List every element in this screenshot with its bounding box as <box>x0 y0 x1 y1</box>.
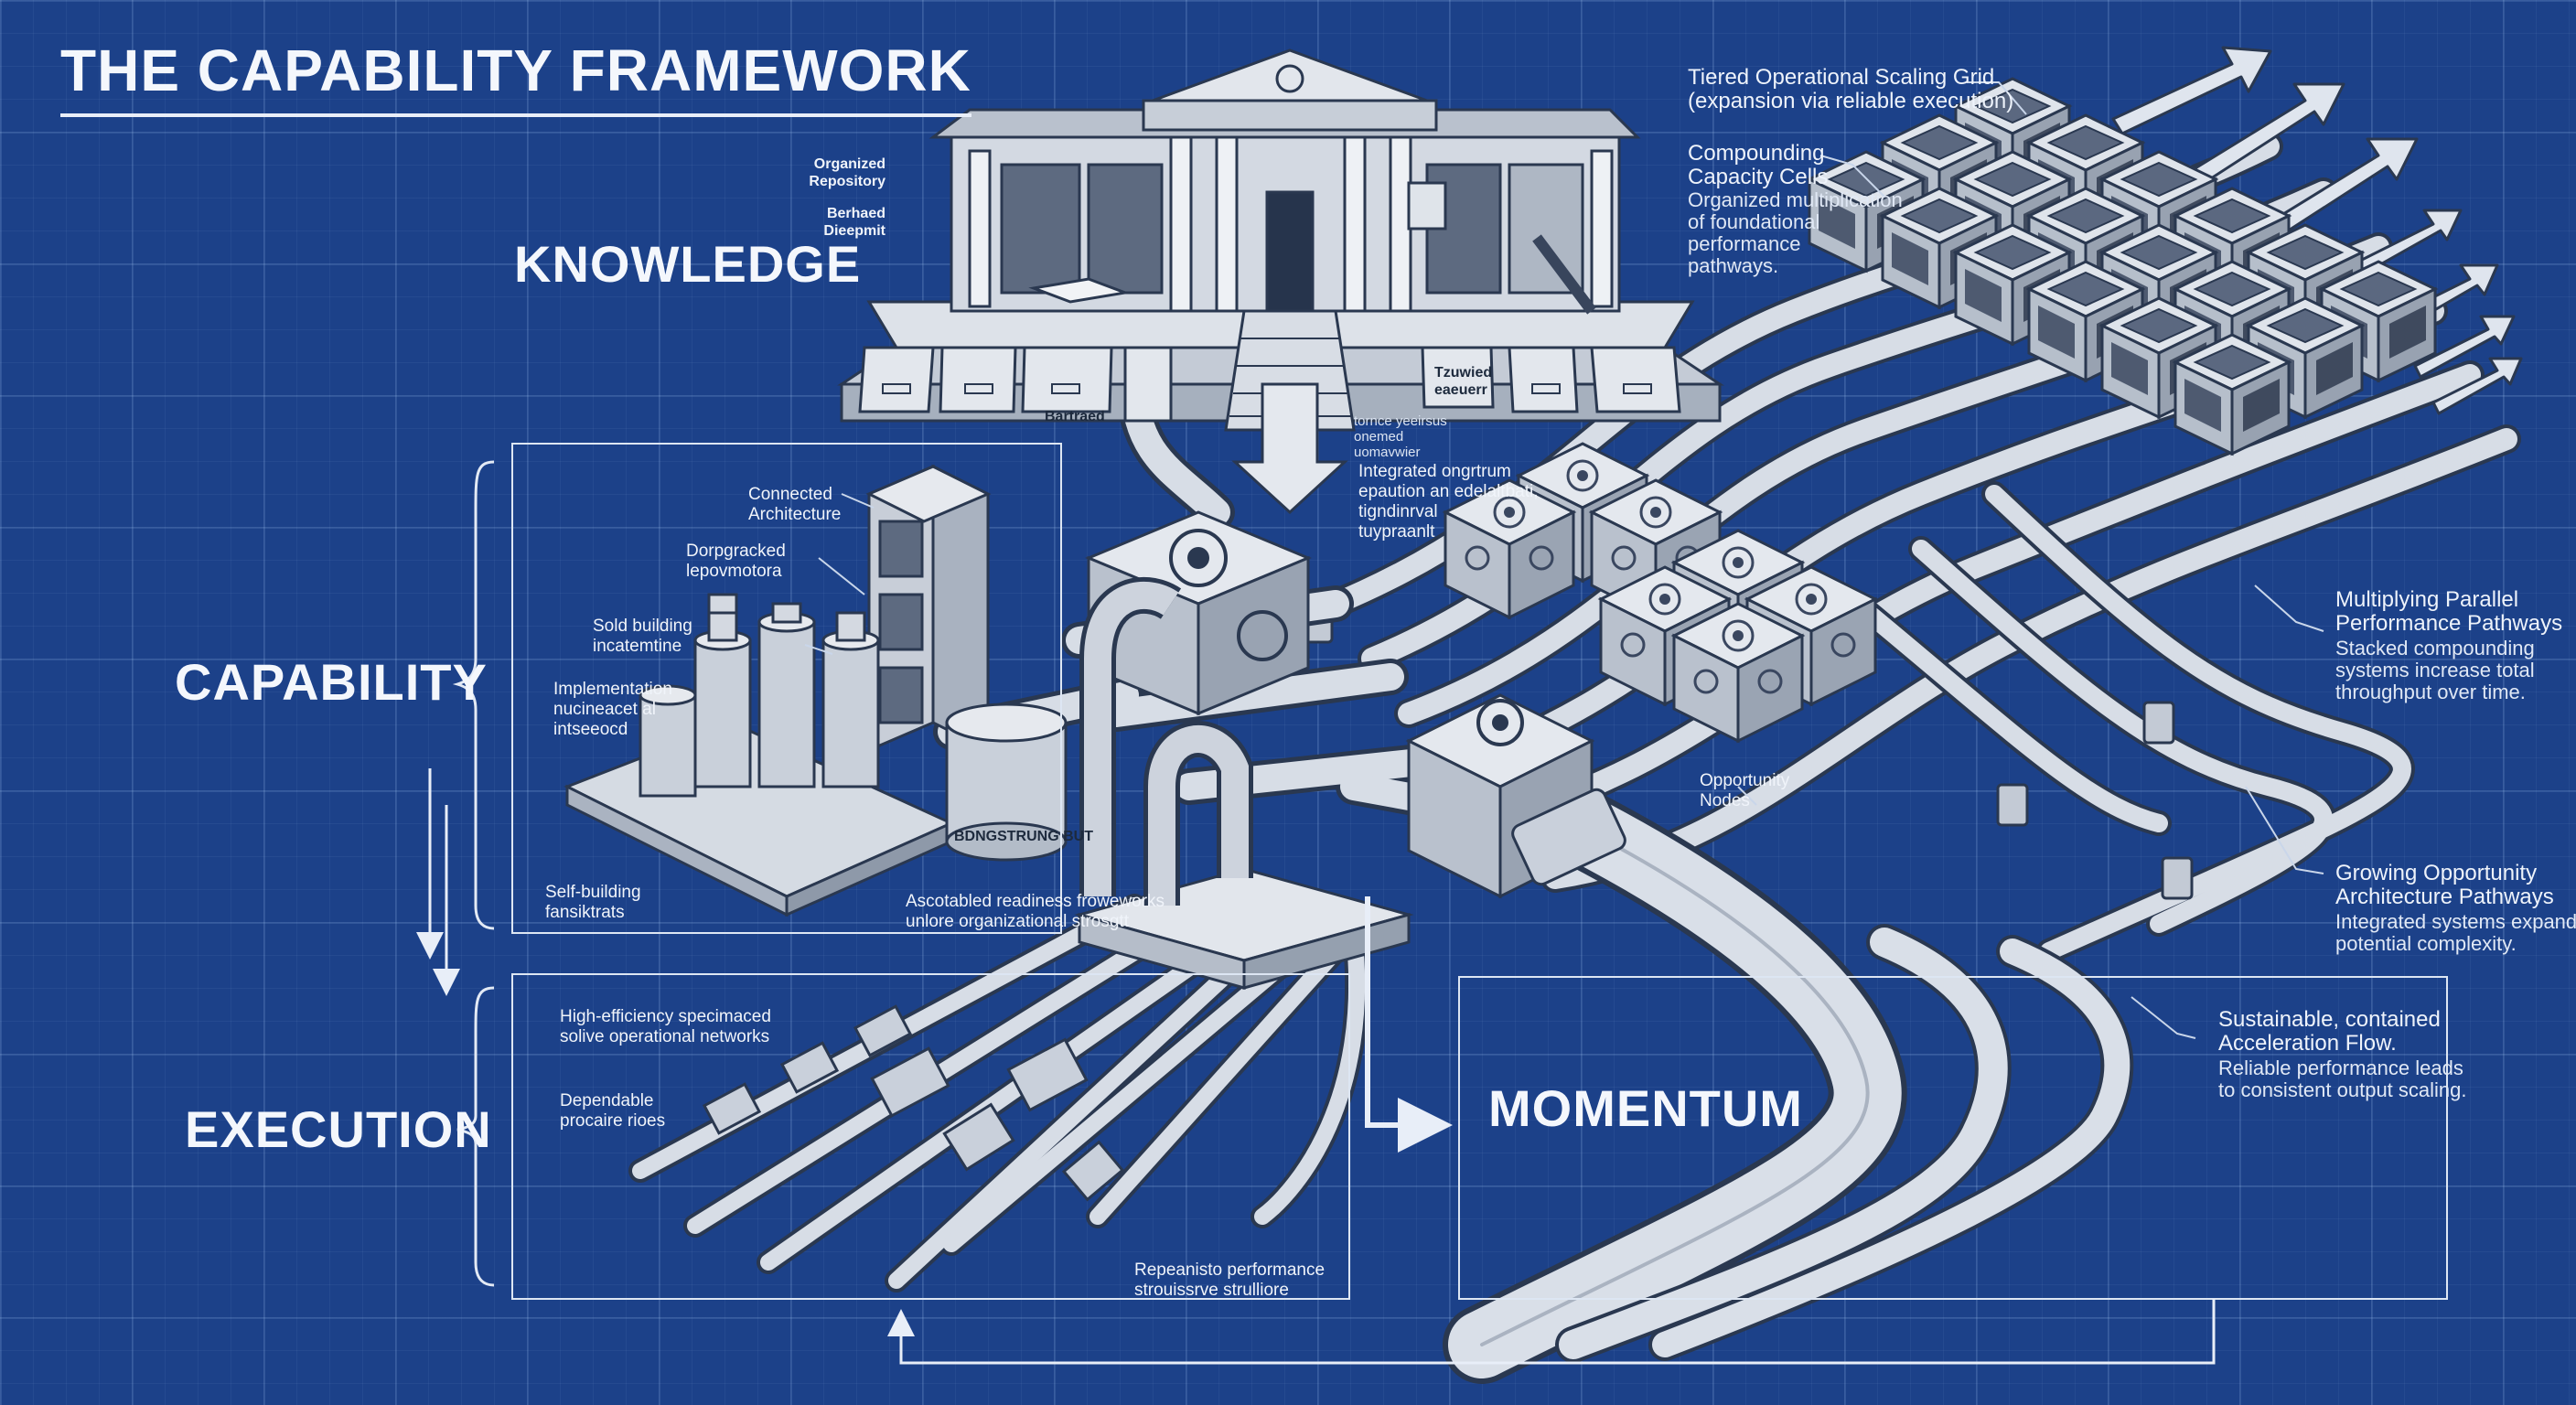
label-cylinder: BDNGSTRUNG BUT <box>954 829 1093 844</box>
flow-arrows <box>416 768 2216 1365</box>
knowledge-library <box>837 48 1724 432</box>
section-frames <box>511 443 2448 1300</box>
section-momentum: MOMENTUM <box>1488 1079 1803 1137</box>
leader-lines <box>804 81 2324 1039</box>
right-pipe-bundle <box>1321 132 2521 964</box>
page-title: THE CAPABILITY FRAMEWORK <box>60 37 971 117</box>
central-processing-hub <box>1074 510 1626 990</box>
section-capability: CAPABILITY <box>175 653 488 711</box>
knowledge-to-capability-arrow <box>1231 382 1348 515</box>
momentum-flow-pipe <box>1443 775 2134 1384</box>
section-knowledge: KNOWLEDGE <box>514 235 862 293</box>
capability-structures <box>564 464 1068 917</box>
section-brackets <box>452 460 495 1287</box>
scaling-grid <box>1808 77 2437 456</box>
label-drawer: Bartraed <box>1045 409 1105 424</box>
note-tiered-grid: Tiered Operational Scaling Grid(expansio… <box>1688 65 2014 113</box>
section-execution: EXECUTION <box>185 1100 492 1158</box>
